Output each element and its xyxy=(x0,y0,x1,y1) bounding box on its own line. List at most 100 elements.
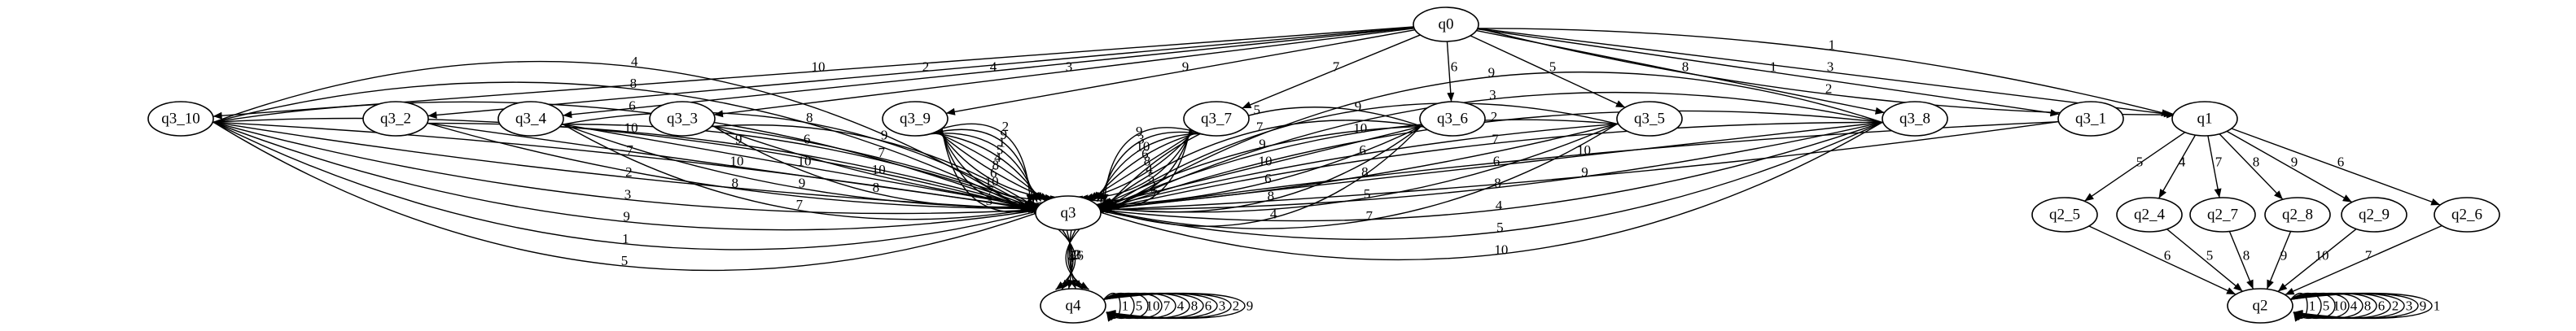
state-label: q2_7 xyxy=(2207,207,2238,224)
edge-label: 8 xyxy=(2253,155,2260,170)
edge-path xyxy=(212,60,1026,211)
self-loop-label: 10 xyxy=(2333,298,2347,314)
edge-path xyxy=(1470,35,1626,108)
state-ellipse xyxy=(649,101,716,137)
edge-q0-q3_7: 7 xyxy=(1242,34,1421,109)
state-node-q3_2: q3_2 xyxy=(362,101,429,137)
edge-label: 6 xyxy=(2337,155,2345,170)
edge-label: 10 xyxy=(872,162,886,177)
edge-path xyxy=(1104,110,1884,211)
edge-path xyxy=(922,123,1032,204)
edge-label: 7 xyxy=(1150,187,1158,203)
state-label: q1 xyxy=(2197,111,2213,128)
edge-path xyxy=(2166,229,2243,292)
edge-label: 9 xyxy=(1488,65,1496,81)
state-ellipse xyxy=(2189,197,2256,233)
edge-label: 10 xyxy=(1494,242,1508,257)
edge-label: 7 xyxy=(626,142,633,158)
edge-label: 9 xyxy=(1581,164,1588,180)
state-ellipse xyxy=(147,101,214,137)
edge-label: 7 xyxy=(878,145,885,160)
edge-label: 10 xyxy=(2315,248,2329,263)
edge-path xyxy=(212,117,1033,211)
edge-path xyxy=(2277,229,2357,292)
state-label: q3_5 xyxy=(1634,111,1665,128)
edge-label: 8 xyxy=(732,176,739,191)
state-node-q3_9: q3_9 xyxy=(882,101,948,137)
edge-q0-q3_6: 6 xyxy=(1446,41,1457,102)
edge-label: 9 xyxy=(1136,124,1143,139)
edge-q2_5-q2: 6 xyxy=(2088,225,2236,295)
self-loop-label: 5 xyxy=(2323,298,2330,314)
edge-path xyxy=(1477,28,2174,115)
edge-q2_8-q2: 9 xyxy=(2266,231,2292,290)
edge-label: 6 xyxy=(1264,171,1272,186)
state-node-q3_10: q3_10 xyxy=(147,101,214,137)
state-label: q3_6 xyxy=(1437,111,1468,128)
edge-label: 9 xyxy=(799,175,806,190)
edge-q0-q3_3: 3 xyxy=(713,28,1415,118)
edge-label: 10 xyxy=(812,59,826,75)
state-node-q3_8: q3_8 xyxy=(1882,101,1948,137)
state-node-q3: q3 xyxy=(1035,195,1102,231)
edge-path xyxy=(561,111,1033,209)
state-ellipse xyxy=(1616,101,1683,137)
edge-path xyxy=(2226,130,2353,203)
state-ellipse xyxy=(2434,197,2500,233)
state-node-q2_5: q2_5 xyxy=(2031,197,2098,233)
edge-label: 7 xyxy=(987,183,994,198)
state-ellipse xyxy=(2264,197,2331,233)
edge-path xyxy=(2158,134,2197,199)
edge-q0-q3_9: 9 xyxy=(945,29,1416,115)
state-ellipse xyxy=(1040,288,1106,324)
edge-path xyxy=(712,124,1043,208)
edge-label: 1 xyxy=(998,134,1005,150)
self-loop-label: 2 xyxy=(1233,298,1240,314)
edge-label: 10 xyxy=(624,120,638,136)
edge-q0-q1: 3 xyxy=(1477,28,2174,118)
edge-q3_8-q3: 10 xyxy=(1089,121,1884,261)
state-ellipse xyxy=(2227,288,2293,324)
self-loop-label: 9 xyxy=(2420,298,2427,314)
edge-path xyxy=(938,130,1054,200)
state-ellipse xyxy=(1035,195,1102,231)
edge-label: 8 xyxy=(806,110,813,125)
edge-path xyxy=(1477,28,2171,115)
edge-path xyxy=(935,131,1045,202)
edge-label: 10 xyxy=(985,174,999,189)
state-label: q2_6 xyxy=(2451,207,2482,224)
self-loop-label: 4 xyxy=(2350,298,2358,314)
state-label: q3_4 xyxy=(515,111,547,128)
state-node-q0: q0 xyxy=(1413,7,1479,42)
edge-path xyxy=(212,121,1040,215)
self-loop-label: 7 xyxy=(1163,298,1171,314)
edge-label: 7 xyxy=(1256,119,1264,134)
edge-label: 7 xyxy=(1366,208,1373,224)
edge-path xyxy=(945,29,1416,114)
edge-path xyxy=(713,28,1415,115)
self-loop xyxy=(1103,292,1135,320)
self-loop xyxy=(1103,292,1246,320)
state-node-q4: q4 xyxy=(1040,288,1106,324)
self-loop-label: 1 xyxy=(2309,298,2316,314)
edge-label: 4 xyxy=(1146,161,1153,176)
self-loop-label: 8 xyxy=(1191,298,1198,314)
edge-label: 10 xyxy=(1353,120,1367,136)
self-loop-label: 9 xyxy=(1246,298,1254,314)
edge-label: 10 xyxy=(1136,138,1150,154)
state-label: q2_8 xyxy=(2282,207,2313,224)
edge-q1-q2_5: 5 xyxy=(2083,132,2186,202)
edge-path xyxy=(1094,121,1884,222)
state-node-q2_8: q2_8 xyxy=(2264,197,2331,233)
edge-path xyxy=(1109,71,1884,211)
state-node-q3_3: q3_3 xyxy=(649,101,716,137)
state-node-q3_7: q3_7 xyxy=(1183,101,1250,137)
edge-label: 9 xyxy=(1182,59,1189,75)
edge-label: 8 xyxy=(1144,154,1151,169)
state-label: q3_3 xyxy=(667,111,698,128)
state-node-q1: q1 xyxy=(2171,101,2238,137)
state-ellipse xyxy=(497,101,564,137)
state-label: q4 xyxy=(1066,298,1082,315)
